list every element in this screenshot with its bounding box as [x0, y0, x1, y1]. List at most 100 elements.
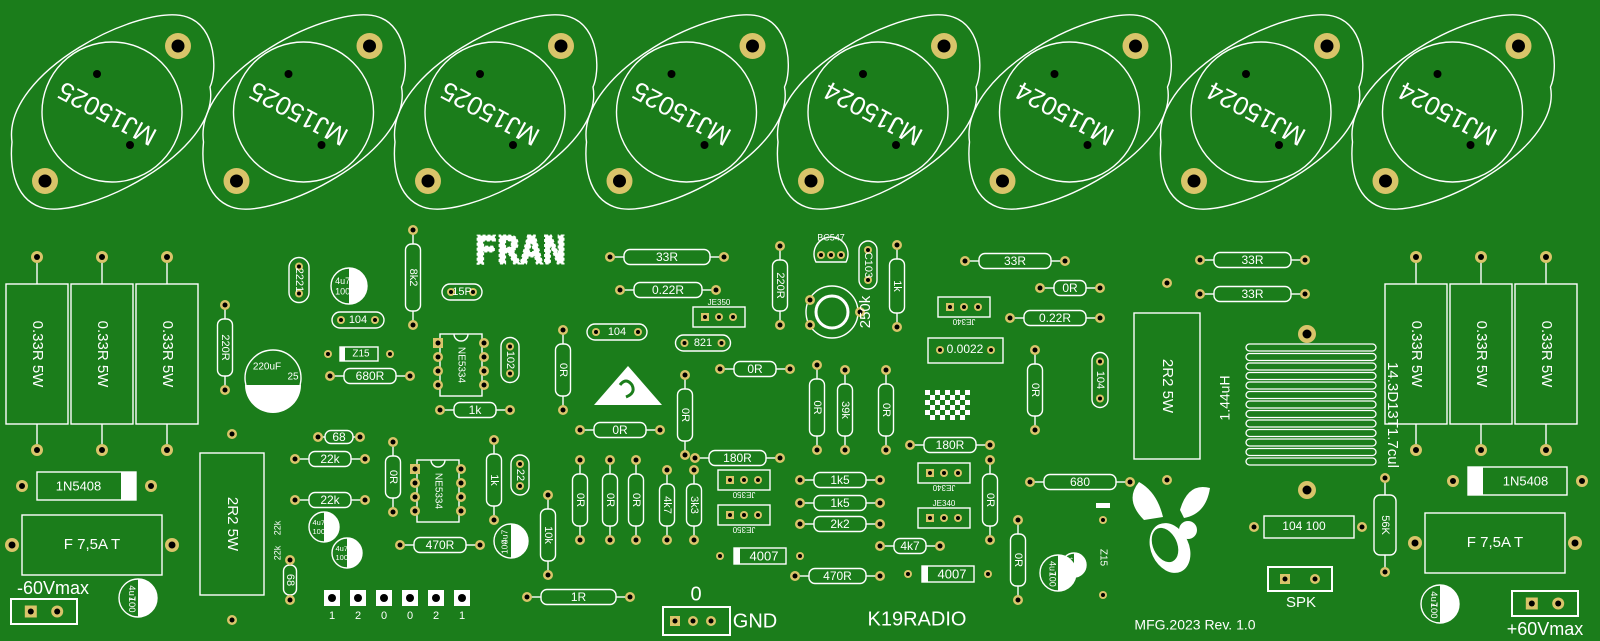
- pad-shape: [842, 447, 848, 453]
- ic-pin: [479, 352, 489, 362]
- mount-hole: [548, 33, 574, 59]
- pad-shape: [432, 594, 440, 602]
- pad: [855, 307, 865, 317]
- pad-shape: [883, 367, 889, 373]
- pad: [165, 538, 179, 552]
- pad: [285, 555, 295, 565]
- pad: [51, 605, 64, 618]
- pad: [655, 425, 665, 435]
- pad-shape: [691, 537, 697, 543]
- pad-shape: [627, 594, 633, 600]
- pad: [337, 316, 345, 324]
- pad-shape: [829, 253, 833, 257]
- mount-hole: [356, 33, 383, 59]
- pad: [795, 498, 805, 508]
- silk-shape: [1468, 467, 1483, 495]
- ceramic-capacitor-box: [1263, 515, 1355, 539]
- pad: [295, 262, 303, 271]
- silk-label: 4u7: [335, 276, 350, 286]
- pad: [711, 285, 721, 295]
- pin: [926, 514, 934, 522]
- silk-shape: [858, 240, 878, 290]
- pad-shape: [907, 442, 913, 448]
- to3-transistor: [776, 14, 981, 210]
- silk-shape: [347, 538, 362, 568]
- pad: [1035, 283, 1045, 293]
- pad: [837, 251, 845, 259]
- pad: [1025, 477, 1035, 487]
- mount-hole: [165, 33, 191, 59]
- pad: [145, 480, 157, 492]
- dip8-ic: [416, 459, 460, 523]
- pad: [717, 339, 726, 347]
- pad: [812, 360, 822, 370]
- resistor-value: 0R: [811, 400, 823, 414]
- pad-shape: [397, 542, 403, 548]
- silk-shape: [1245, 343, 1377, 352]
- pad-shape: [664, 467, 670, 473]
- silk-shape: [960, 405, 965, 410]
- pad-shape: [756, 478, 760, 482]
- silk-shape: [1026, 363, 1044, 417]
- ceramic-capacitor: [500, 336, 520, 384]
- pad-shape: [1098, 396, 1102, 401]
- pad: [960, 303, 968, 311]
- ic-pin: [433, 338, 443, 348]
- pad-shape: [962, 258, 968, 264]
- header-pin-label: 0: [381, 610, 387, 622]
- pad-shape: [412, 494, 418, 500]
- resistor-value: 3k3: [688, 496, 700, 514]
- pad-shape: [1197, 257, 1203, 263]
- silk-shape: [1245, 352, 1377, 362]
- header-pin: [428, 590, 444, 606]
- pad-shape: [1433, 70, 1442, 78]
- pad-shape: [171, 39, 185, 53]
- bulk-capacitor-band: [245, 385, 301, 413]
- resistor-value: 220R: [774, 272, 786, 298]
- pad: [680, 339, 689, 347]
- silk-shape: [955, 390, 960, 395]
- silk-shape: [1096, 503, 1110, 508]
- pad-shape: [1555, 600, 1562, 607]
- pad: [388, 437, 398, 447]
- checker-logo: [925, 390, 970, 420]
- pad-shape: [657, 427, 663, 433]
- pad: [875, 571, 885, 581]
- pad-shape: [229, 431, 235, 437]
- pad-shape: [284, 70, 293, 78]
- pad: [892, 322, 902, 332]
- pad-shape: [807, 41, 949, 183]
- pad-shape: [814, 362, 820, 368]
- resistor-value: 33R: [1241, 287, 1263, 301]
- transistor-label: MJ15025: [627, 76, 736, 153]
- pad: [1095, 283, 1105, 293]
- pad-shape: [362, 456, 368, 462]
- silk-shape: [121, 472, 136, 500]
- pad-shape: [814, 447, 820, 453]
- electrolytic-capacitor: [493, 523, 529, 559]
- pad-shape: [1320, 39, 1334, 53]
- pad-shape: [508, 344, 512, 349]
- silk-shape: [1373, 494, 1397, 556]
- silk-shape: [925, 400, 930, 405]
- bee-logo: [1132, 482, 1210, 573]
- resistor-value: 680R: [356, 369, 385, 383]
- pad-shape: [477, 542, 483, 548]
- silk-shape: [813, 471, 867, 489]
- pad: [690, 453, 700, 463]
- pad: [31, 251, 43, 263]
- silk-label: 100: [312, 527, 325, 536]
- transistor-footprint: [917, 462, 971, 484]
- pad-shape: [326, 352, 330, 356]
- pad-shape: [509, 141, 517, 149]
- pad-shape: [164, 447, 170, 453]
- pad-shape: [554, 39, 568, 53]
- power-resistor-2r2: [1133, 312, 1201, 460]
- silk-shape: [877, 383, 895, 437]
- pad: [558, 405, 568, 415]
- pad-shape: [317, 141, 326, 149]
- pad: [936, 346, 944, 354]
- silk-label: 100: [1047, 572, 1057, 587]
- resistor-value: 0R: [387, 470, 399, 484]
- pad: [740, 476, 748, 484]
